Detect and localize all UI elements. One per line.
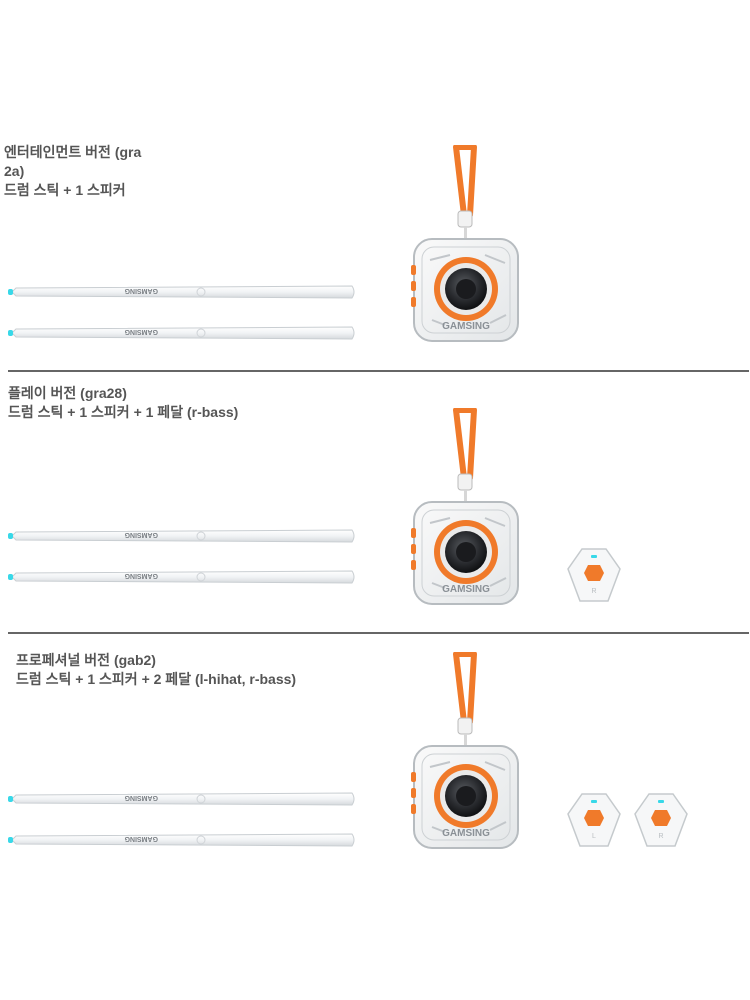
drum-stick-icon: GAMSING	[8, 326, 355, 340]
section-subtitle: 드럼 스틱 + 1 스피커 + 1 페달 (r-bass)	[8, 404, 239, 420]
stick-brand: GAMSING	[124, 531, 158, 538]
drum-stick-icon: GAMSING	[8, 792, 355, 806]
speaker-icon: GAMSING	[411, 652, 519, 849]
drum-stick-icon: GAMSING	[8, 529, 355, 543]
speaker-brand: GAMSING	[442, 584, 490, 595]
pedal-icon: R	[634, 793, 688, 847]
stick-brand: GAMSING	[124, 328, 158, 335]
stick-brand: GAMSING	[124, 572, 158, 579]
drum-stick-icon: GAMSING	[8, 833, 355, 847]
stick-brand: GAMSING	[124, 794, 158, 801]
section-divider	[8, 370, 749, 372]
speaker-brand: GAMSING	[442, 828, 490, 839]
section-subtitle: 드럼 스틱 + 1 스피커	[4, 182, 126, 198]
stick-brand: GAMSING	[124, 287, 158, 294]
section-title: 프로페셔널 버전 (gab2)	[16, 652, 156, 668]
section-subtitle: 드럼 스틱 + 1 스피커 + 2 페달 (l-hihat, r-bass)	[16, 671, 297, 687]
svg-text:L: L	[592, 833, 596, 840]
pedal-icon: R	[567, 548, 621, 602]
svg-text:R: R	[591, 588, 596, 595]
drum-stick-icon: GAMSING	[8, 570, 355, 584]
speaker-icon: GAMSING	[411, 408, 519, 605]
speaker-icon: GAMSING	[411, 145, 519, 342]
section-title: 엔터테인먼트 버전 (gra 2a)	[4, 144, 142, 179]
drum-stick-icon: GAMSING	[8, 285, 355, 299]
section-title: 플레이 버전 (gra28)	[8, 385, 127, 401]
section-divider	[8, 632, 749, 634]
stick-brand: GAMSING	[124, 835, 158, 842]
pedal-icon: L	[567, 793, 621, 847]
svg-text:R: R	[658, 833, 663, 840]
speaker-brand: GAMSING	[442, 321, 490, 332]
